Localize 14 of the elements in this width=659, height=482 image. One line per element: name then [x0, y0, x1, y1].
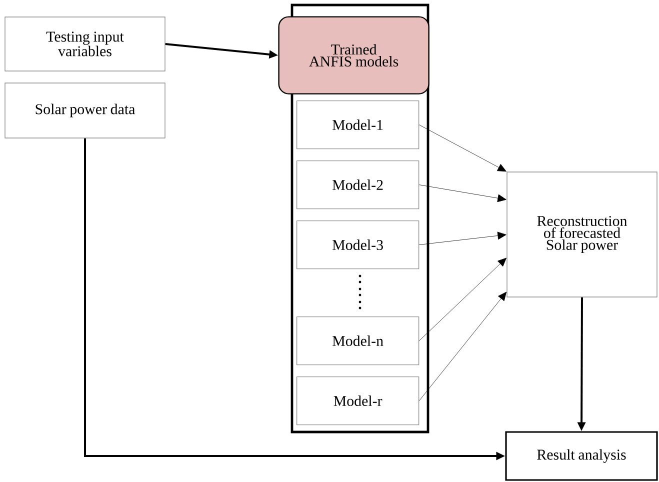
- model-box: Model-3: [296, 220, 420, 270]
- model-box: Model-2: [296, 160, 420, 210]
- model-box: Model-n: [296, 316, 420, 366]
- model-box: Model-r: [296, 376, 420, 426]
- input-box: Solar power data: [4, 82, 166, 138]
- input-box: Testing input variables: [4, 16, 166, 72]
- arrow: [418, 258, 506, 341]
- result-box: Result analysis: [505, 431, 658, 481]
- model-box: Model-1: [296, 100, 420, 150]
- arrow: [418, 292, 507, 401]
- process-box: Reconstruction of forecasted Solar power: [506, 172, 658, 298]
- arrow: [418, 184, 506, 202]
- arrow: [418, 232, 506, 245]
- header-box: Trained ANFIS models: [278, 16, 430, 94]
